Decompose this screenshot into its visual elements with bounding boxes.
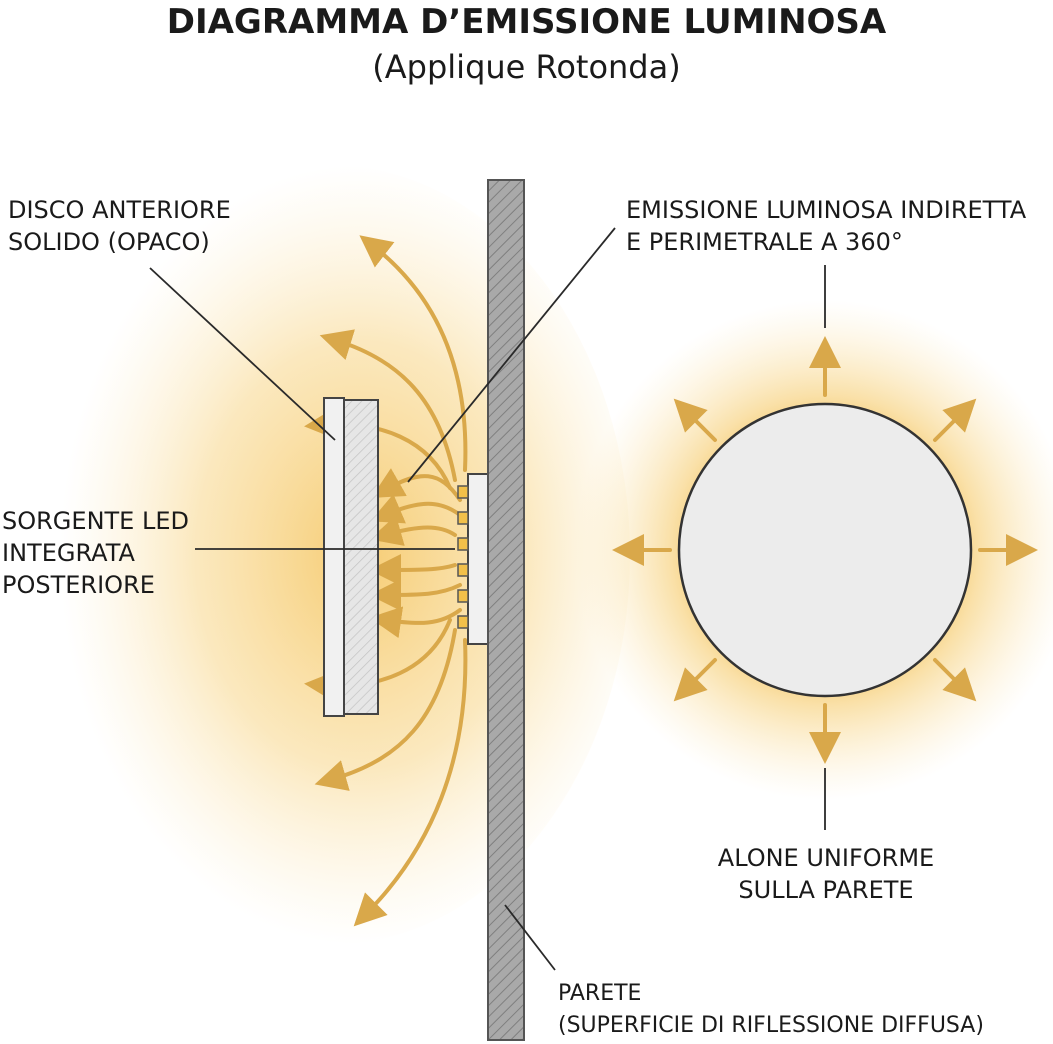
label-front-disc: DISCO ANTERIORE SOLIDO (OPACO) xyxy=(8,194,231,258)
radial-arrow-nw xyxy=(673,398,717,442)
diagram-title: DIAGRAMMA D’EMISSIONE LUMINOSA xyxy=(166,2,887,42)
arrow-down-2 xyxy=(314,628,457,791)
arrow-in-1 xyxy=(371,468,462,502)
radial-arrows xyxy=(612,336,1038,764)
arrow-in-4 xyxy=(369,553,457,586)
label-line: DISCO ANTERIORE xyxy=(8,196,231,224)
led-strip-base xyxy=(467,473,489,645)
led-chip xyxy=(457,563,469,577)
label-line: E PERIMETRALE A 360° xyxy=(626,228,903,256)
leader-emission xyxy=(407,227,616,483)
label-led-source: SORGENTE LED INTEGRATA POSTERIORE xyxy=(2,505,189,601)
front-disc-body xyxy=(343,399,379,715)
label-line: ALONE UNIFORME xyxy=(717,844,935,872)
round-applique-front xyxy=(677,402,973,698)
led-chip xyxy=(457,537,469,551)
arrow-up-2 xyxy=(319,329,457,482)
label-halo: ALONE UNIFORME SULLA PARETE xyxy=(706,842,946,906)
arrow-in-5 xyxy=(369,578,462,611)
arrow-in-6 xyxy=(369,606,462,639)
led-chip xyxy=(457,485,469,499)
label-line: POSTERIORE xyxy=(2,571,155,599)
label-line: INTEGRATA xyxy=(2,539,135,567)
diagram-subtitle: (Applique Rotonda) xyxy=(372,48,681,86)
label-line: SORGENTE LED xyxy=(2,507,189,535)
label-emission: EMISSIONE LUMINOSA INDIRETTA E PERIMETRA… xyxy=(626,194,1026,258)
front-disc-face xyxy=(323,397,345,717)
led-chips xyxy=(457,485,469,629)
radial-arrow-se xyxy=(933,658,977,702)
arrow-down-3 xyxy=(353,638,468,927)
label-line: (SUPERFICIE DI RIFLESSIONE DIFFUSA) xyxy=(558,1013,984,1038)
led-chip xyxy=(457,511,469,525)
leader-lines xyxy=(149,227,826,971)
leader-wall xyxy=(504,904,556,971)
label-line: SOLIDO (OPACO) xyxy=(8,228,210,256)
led-chip xyxy=(457,589,469,603)
arrow-in-2 xyxy=(370,493,462,524)
label-line: EMISSIONE LUMINOSA INDIRETTA xyxy=(626,196,1027,224)
radial-arrow-sw xyxy=(673,658,717,702)
arrow-up-1 xyxy=(359,235,468,472)
led-chip xyxy=(457,615,469,629)
radial-arrow-ne xyxy=(933,398,977,442)
label-wall: PARETE (SUPERFICIE DI RIFLESSIONE DIFFUS… xyxy=(558,978,984,1042)
label-line: SULLA PARETE xyxy=(738,876,914,904)
wall-section xyxy=(487,179,525,1041)
leader-front-disc xyxy=(149,267,336,441)
arrow-in-3 xyxy=(369,515,457,546)
label-line: PARETE xyxy=(558,981,642,1006)
